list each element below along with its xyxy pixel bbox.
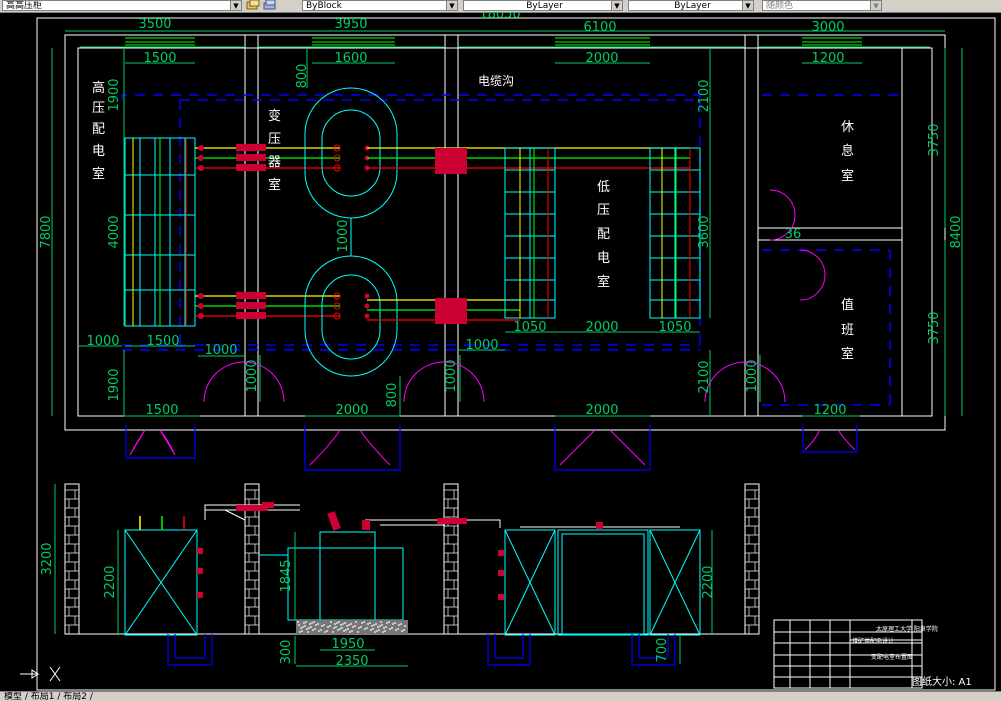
dim-inner-3: 2000 bbox=[585, 51, 618, 66]
color-dropdown[interactable]: ByBlock ▼ bbox=[302, 0, 458, 11]
room-label-tr-2: 压 bbox=[268, 132, 281, 147]
dim-door-1000a: 1000 bbox=[245, 359, 260, 392]
dim-right-3750b: 3750 bbox=[927, 311, 942, 344]
sheet-size: 图纸大小: A1 bbox=[912, 675, 972, 688]
room-label-tr-4: 室 bbox=[268, 177, 281, 193]
room-label-duty-2: 班 bbox=[841, 323, 854, 338]
chevron-down-icon: ▼ bbox=[230, 1, 241, 10]
plotstyle-dropdown-value: 随颜色 bbox=[766, 1, 794, 11]
dim-bottom-2000b: 2000 bbox=[585, 403, 618, 418]
room-label-rest-1: 休 bbox=[841, 120, 854, 135]
dim-bottom-800: 800 bbox=[385, 383, 400, 408]
room-label-tr-3: 器 bbox=[268, 155, 281, 170]
dim-2000-lv: 2000 bbox=[585, 320, 618, 335]
chevron-down-icon: ▼ bbox=[446, 1, 457, 10]
dim-1000-left: 1000 bbox=[86, 334, 119, 349]
dim-sec-700: 700 bbox=[655, 638, 670, 663]
drawing-border bbox=[36, 17, 996, 691]
dim-sec-3200: 3200 bbox=[40, 542, 55, 575]
dim-1900a: 1900 bbox=[107, 78, 122, 111]
dim-1000-mid: 1000 bbox=[204, 343, 237, 358]
dim-overall-top: 18050 bbox=[479, 12, 520, 22]
dim-2100b: 2100 bbox=[697, 360, 712, 393]
dim-top-1: 3500 bbox=[138, 17, 171, 32]
plotstyle-dropdown[interactable]: 随颜色 ▼ bbox=[762, 0, 882, 11]
lineweight-dropdown-value: ByLayer bbox=[674, 1, 711, 11]
linetype-dropdown-value: ByLayer bbox=[526, 1, 563, 11]
dim-sec-2200-left: 2200 bbox=[103, 565, 118, 598]
dim-36: 36 bbox=[785, 227, 802, 242]
dim-1500-lower: 1500 bbox=[146, 334, 179, 349]
dim-right-8400: 8400 bbox=[949, 215, 964, 248]
dim-3600: 3600 bbox=[697, 215, 712, 248]
drawing-canvas[interactable]: 高 压 配 电 室 变 压 器 室 电缆沟 低 压 配 电 室 休 息 室 值 … bbox=[0, 12, 1001, 691]
layout-tabs[interactable]: 模型 / 布局1 / 布局2 / bbox=[4, 692, 93, 701]
chevron-down-icon: ▼ bbox=[742, 1, 753, 10]
dim-1000-center: 1000 bbox=[336, 219, 351, 252]
chevron-down-icon: ▼ bbox=[870, 1, 881, 10]
floor-plan: 高 压 配 电 室 变 压 器 室 电缆沟 低 压 配 电 室 休 息 室 值 … bbox=[39, 12, 964, 471]
room-label-rest-3: 室 bbox=[841, 168, 854, 184]
dim-2100a: 2100 bbox=[697, 79, 712, 112]
layer-previous-icon[interactable] bbox=[263, 0, 277, 11]
room-label-lv-3: 配 bbox=[597, 227, 610, 242]
room-label-lv-1: 低 bbox=[597, 180, 610, 195]
ucs-icon bbox=[20, 666, 61, 682]
layout-tabs-bar[interactable]: 模型 / 布局1 / 布局2 / bbox=[0, 691, 1001, 701]
linetype-dropdown[interactable]: ByLayer ▼ bbox=[463, 0, 623, 11]
dim-bottom-1500: 1500 bbox=[145, 403, 178, 418]
dim-1050-b: 1050 bbox=[658, 320, 691, 335]
layer-dropdown-value: 高高压柜 bbox=[6, 1, 43, 11]
room-label-hv-2: 压 bbox=[92, 101, 105, 116]
dim-1900b: 1900 bbox=[107, 368, 122, 401]
properties-toolbar: 高高压柜 ▼ ByBlock ▼ ByLayer ▼ ByLayer ▼ 随颜色… bbox=[0, 0, 1001, 13]
title-school: 太原理工大学 阳泉学院 bbox=[876, 625, 938, 633]
dim-top-2: 3950 bbox=[334, 17, 367, 32]
dim-bottom-2000a: 2000 bbox=[335, 403, 368, 418]
dim-800: 800 bbox=[295, 64, 310, 89]
title-block: 太原理工大学 阳泉学院 煤矿供配电设计 变配电室布置图 图纸大小: A1 bbox=[773, 619, 972, 689]
room-label-hv-3: 配 bbox=[92, 122, 105, 137]
layer-manager-icon[interactable] bbox=[246, 0, 260, 11]
chevron-down-icon: ▼ bbox=[611, 1, 622, 10]
layer-dropdown[interactable]: 高高压柜 ▼ bbox=[2, 0, 242, 11]
dim-inner-2: 1600 bbox=[334, 51, 367, 66]
dim-inner-4: 1200 bbox=[811, 51, 844, 66]
room-label-hv-1: 高 bbox=[92, 80, 105, 96]
color-dropdown-value: ByBlock bbox=[306, 1, 342, 11]
dim-door-1000b: 1000 bbox=[444, 359, 459, 392]
dim-sec-1845: 1845 bbox=[279, 559, 294, 592]
dim-sec-300: 300 bbox=[279, 640, 294, 665]
dim-door-1000c: 1000 bbox=[745, 359, 760, 392]
dim-4000: 4000 bbox=[107, 215, 122, 248]
room-label-hv-4: 电 bbox=[92, 144, 105, 159]
room-label-lv-2: 压 bbox=[597, 203, 610, 218]
dim-right-3750a: 3750 bbox=[927, 123, 942, 156]
room-label-lv-5: 室 bbox=[597, 274, 610, 290]
dim-top-4: 3000 bbox=[811, 20, 844, 35]
title-project: 煤矿供配电设计 bbox=[852, 637, 894, 645]
dim-inner-1: 1500 bbox=[143, 51, 176, 66]
dim-1000-right: 1000 bbox=[465, 338, 498, 353]
room-label-duty-1: 值 bbox=[841, 297, 854, 313]
title-drawing-name: 变配电室布置图 bbox=[871, 653, 913, 661]
dim-top-3: 6100 bbox=[583, 20, 616, 35]
room-label-duty-3: 室 bbox=[841, 346, 854, 362]
transformer-base bbox=[296, 620, 408, 634]
section-view: 3200 2200 1845 300 1950 2350 2200 700 bbox=[40, 483, 760, 669]
dim-sec-2350: 2350 bbox=[335, 654, 368, 669]
room-label-rest-2: 息 bbox=[841, 143, 854, 159]
lineweight-dropdown[interactable]: ByLayer ▼ bbox=[628, 0, 754, 11]
room-label-tr-1: 变 bbox=[268, 108, 281, 124]
dim-bottom-1200: 1200 bbox=[813, 403, 846, 418]
dim-left-7800: 7800 bbox=[39, 215, 54, 248]
room-label-cable: 电缆沟 bbox=[478, 74, 514, 88]
dim-1050-a: 1050 bbox=[513, 320, 546, 335]
dim-sec-1950: 1950 bbox=[331, 637, 364, 652]
room-label-lv-4: 电 bbox=[597, 251, 610, 266]
room-label-hv-5: 室 bbox=[92, 166, 105, 182]
dim-sec-2200-right: 2200 bbox=[701, 565, 716, 598]
